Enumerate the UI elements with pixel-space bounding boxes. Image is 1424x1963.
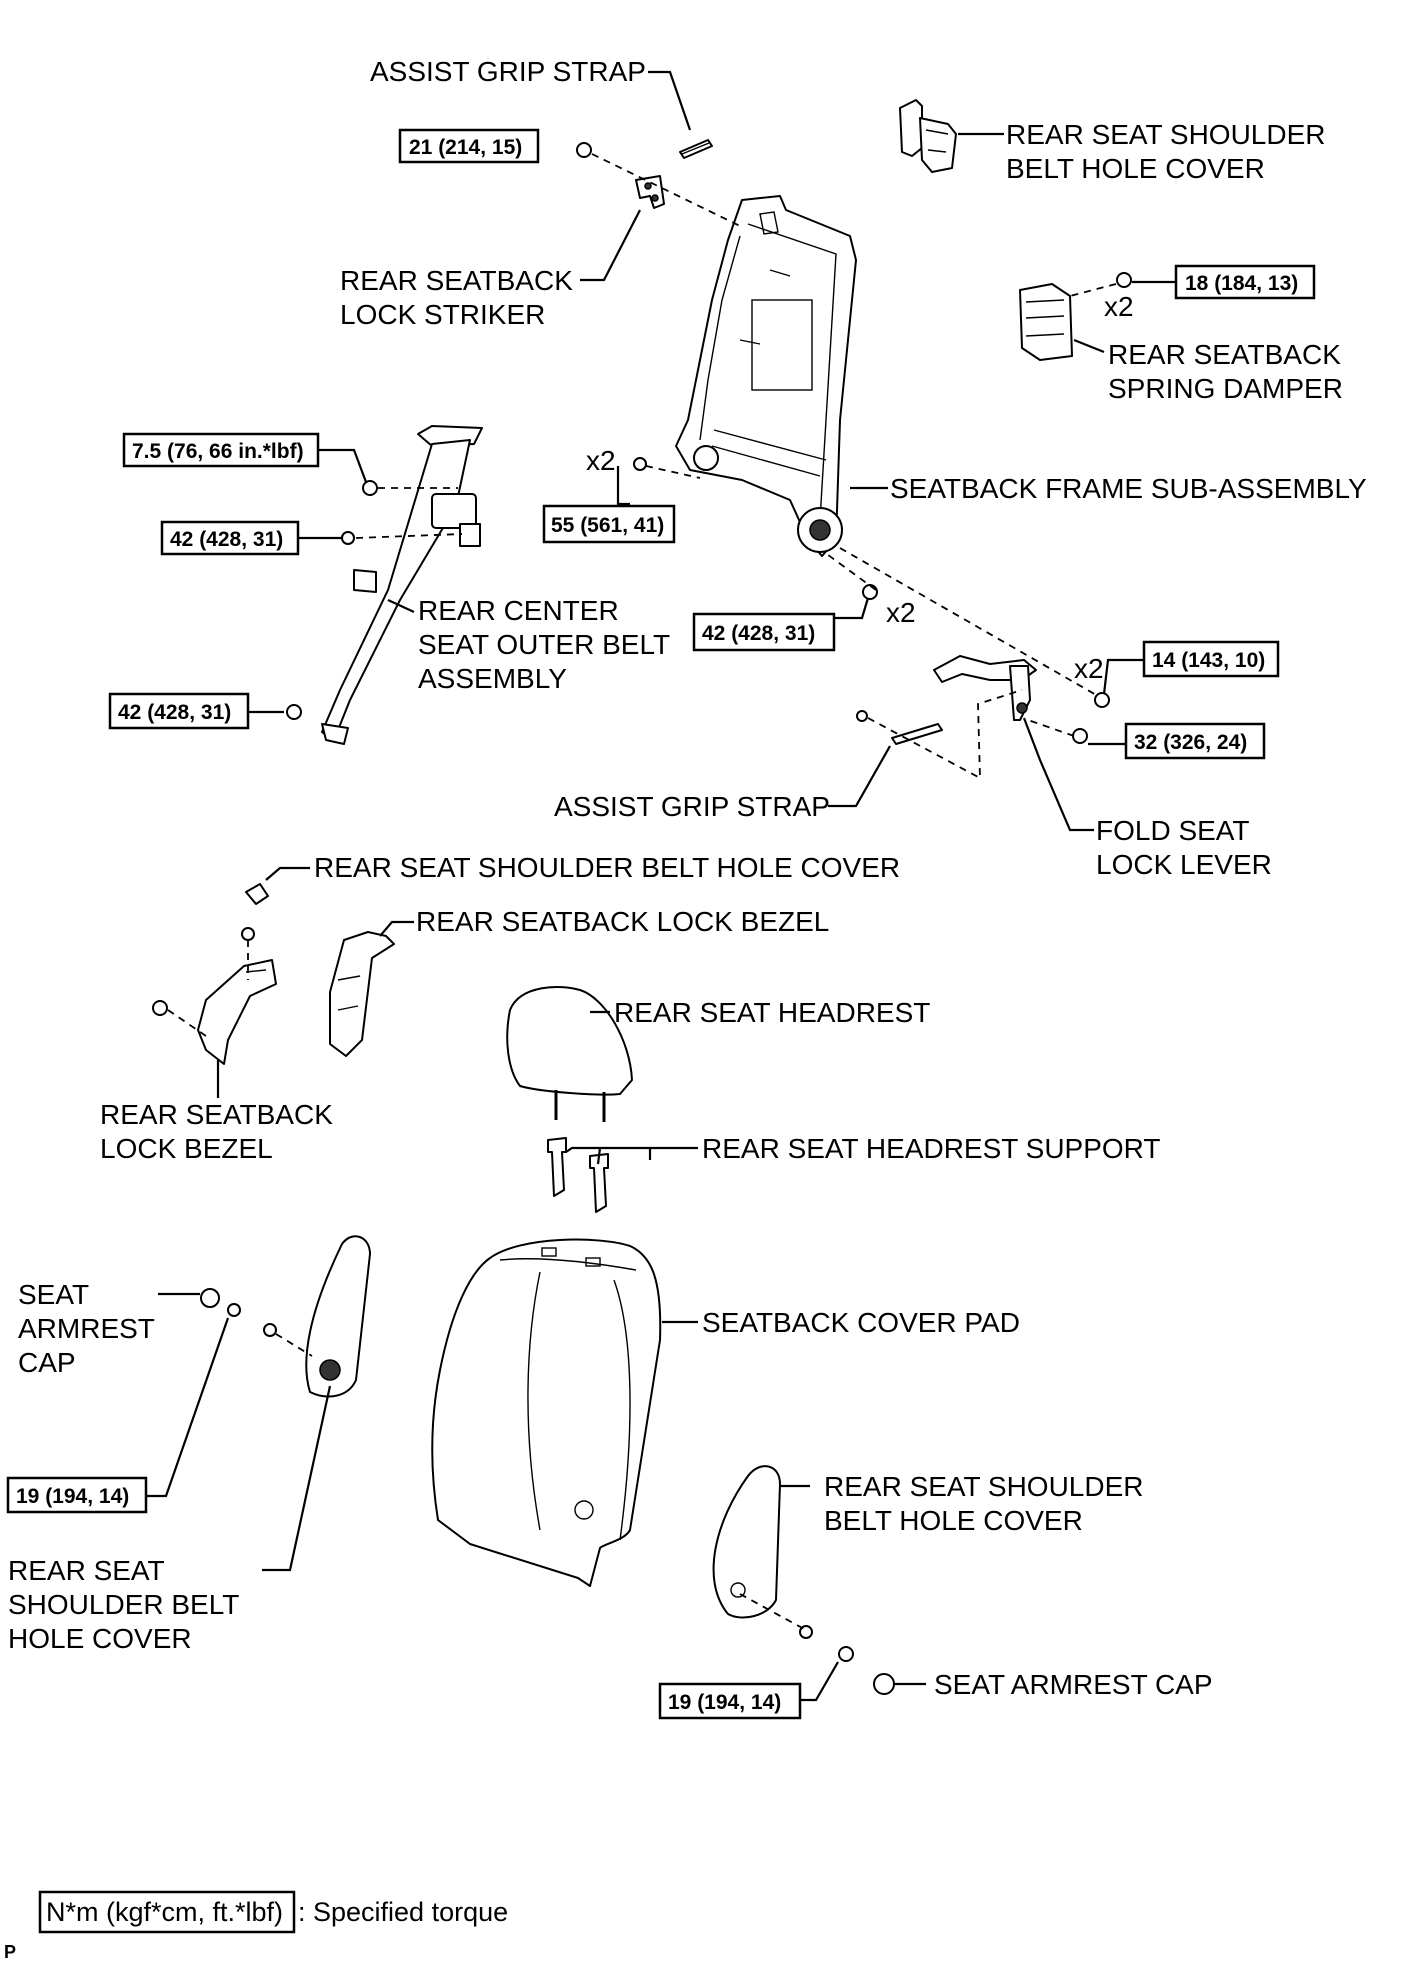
label-center-belt-3: ASSEMBLY bbox=[418, 663, 567, 694]
lock-bezel-right bbox=[329, 931, 395, 1057]
label-armrest-cap-left-1: SEAT bbox=[18, 1279, 89, 1310]
center-seat-belt bbox=[321, 425, 483, 745]
label-seatback-cover-pad: SEATBACK COVER PAD bbox=[702, 1307, 1020, 1338]
spring-damper bbox=[1019, 283, 1073, 361]
label-spring-damper-1: REAR SEATBACK bbox=[1108, 339, 1341, 370]
torque-box-belt-lower: 42 (428, 31) bbox=[108, 692, 250, 730]
footer-code: P bbox=[4, 1942, 16, 1962]
label-lock-bezel-left-2: LOCK BEZEL bbox=[100, 1133, 273, 1164]
qty-frame: x2 bbox=[586, 445, 616, 476]
label-shoulder-cover-left-1: REAR SEAT bbox=[8, 1555, 165, 1586]
lock-striker bbox=[635, 175, 665, 209]
quantity-markers: x2 x2 x2 x2 bbox=[586, 291, 1134, 684]
label-assist-grip-strap-mid: ASSIST GRIP STRAP bbox=[554, 791, 830, 822]
torque-box-damper: 18 (184, 13) bbox=[1174, 264, 1316, 300]
armrest-cap-right bbox=[873, 1673, 895, 1695]
armrest-cap-left bbox=[200, 1288, 220, 1308]
svg-text:42 (428, 31): 42 (428, 31) bbox=[702, 622, 815, 645]
torque-box-lever: 32 (326, 24) bbox=[1124, 722, 1266, 760]
label-lock-striker-1: REAR SEATBACK bbox=[340, 265, 573, 296]
svg-text:32 (326, 24): 32 (326, 24) bbox=[1134, 731, 1247, 754]
label-fold-seat-lock-2: LOCK LEVER bbox=[1096, 849, 1272, 880]
torque-box-belt-upper: 7.5 (76, 66 in.*lbf) bbox=[122, 432, 320, 468]
torque-box-armrest-right: 19 (194, 14) bbox=[658, 1682, 802, 1720]
svg-text:7.5 (76, 66 in.*lbf): 7.5 (76, 66 in.*lbf) bbox=[132, 440, 304, 463]
label-armrest-cap-left-2: ARMREST bbox=[18, 1313, 155, 1344]
shoulder-belt-hole-cover-top bbox=[899, 99, 957, 173]
label-fold-seat-lock-1: FOLD SEAT bbox=[1096, 815, 1250, 846]
svg-text:42 (428, 31): 42 (428, 31) bbox=[170, 528, 283, 551]
qty-damper: x2 bbox=[1104, 291, 1134, 322]
headrest bbox=[506, 985, 633, 1122]
label-lock-bezel-left-1: REAR SEATBACK bbox=[100, 1099, 333, 1130]
assist-grip-strap-mid bbox=[891, 723, 943, 745]
label-shoulder-cover-right-2: BELT HOLE COVER bbox=[824, 1505, 1083, 1536]
label-shoulder-cover-top-1: REAR SEAT SHOULDER bbox=[1006, 119, 1325, 150]
torque-box-hinge: 14 (143, 10) bbox=[1142, 640, 1280, 678]
label-seatback-frame: SEATBACK FRAME SUB-ASSEMBLY bbox=[890, 473, 1367, 504]
label-headrest: REAR SEAT HEADREST bbox=[614, 997, 930, 1028]
label-shoulder-cover-mid: REAR SEAT SHOULDER BELT HOLE COVER bbox=[314, 852, 900, 883]
shoulder-belt-hole-cover-left bbox=[305, 1235, 371, 1398]
svg-text:55 (561, 41): 55 (561, 41) bbox=[551, 514, 664, 537]
label-assist-grip-strap-top: ASSIST GRIP STRAP bbox=[370, 56, 646, 87]
label-armrest-cap-right: SEAT ARMREST CAP bbox=[934, 1669, 1213, 1700]
torque-box-belt-mid: 42 (428, 31) bbox=[160, 520, 300, 556]
qty-lower: x2 bbox=[886, 597, 916, 628]
svg-text:21 (214, 15): 21 (214, 15) bbox=[409, 136, 522, 159]
label-spring-damper-2: SPRING DAMPER bbox=[1108, 373, 1343, 404]
legend-description: : Specified torque bbox=[298, 1897, 508, 1927]
label-shoulder-cover-top-2: BELT HOLE COVER bbox=[1006, 153, 1265, 184]
label-armrest-cap-left-3: CAP bbox=[18, 1347, 76, 1378]
legend: N*m (kgf*cm, ft.*lbf) : Specified torque bbox=[38, 1890, 508, 1934]
headrest-supports bbox=[547, 1137, 609, 1213]
svg-text:14 (143, 10): 14 (143, 10) bbox=[1152, 649, 1265, 672]
svg-text:18 (184, 13): 18 (184, 13) bbox=[1185, 272, 1298, 295]
shoulder-belt-hole-cover-mid bbox=[245, 883, 269, 905]
fold-seat-lock-lever bbox=[933, 655, 1037, 721]
fasteners bbox=[152, 142, 1132, 1662]
torque-boxes: 21 (214, 15) 18 (184, 13) 7.5 (76, 66 in… bbox=[6, 128, 1316, 1720]
leader-lines bbox=[146, 70, 1264, 1702]
label-center-belt-2: SEAT OUTER BELT bbox=[418, 629, 670, 660]
svg-text:19 (194, 14): 19 (194, 14) bbox=[16, 1485, 129, 1508]
legend-unit-box: N*m (kgf*cm, ft.*lbf) bbox=[46, 1897, 283, 1927]
label-headrest-support: REAR SEAT HEADREST SUPPORT bbox=[702, 1133, 1161, 1164]
torque-box-striker: 21 (214, 15) bbox=[398, 128, 540, 164]
label-shoulder-cover-left-3: HOLE COVER bbox=[8, 1623, 192, 1654]
label-center-belt-1: REAR CENTER bbox=[418, 595, 619, 626]
svg-text:19 (194, 14): 19 (194, 14) bbox=[668, 1691, 781, 1714]
torque-box-frame: 55 (561, 41) bbox=[542, 504, 676, 544]
label-shoulder-cover-left-2: SHOULDER BELT bbox=[8, 1589, 239, 1620]
lock-bezel-left bbox=[197, 959, 277, 1065]
label-lock-bezel-right: REAR SEATBACK LOCK BEZEL bbox=[416, 906, 829, 937]
torque-box-armrest-left: 19 (194, 14) bbox=[6, 1476, 148, 1514]
svg-text:42 (428, 31): 42 (428, 31) bbox=[118, 701, 231, 724]
seatback-frame bbox=[675, 195, 857, 557]
part-labels: ASSIST GRIP STRAP REAR SEAT SHOULDER BEL… bbox=[8, 56, 1367, 1700]
assist-grip-strap-top bbox=[679, 139, 713, 159]
label-lock-striker-2: LOCK STRIKER bbox=[340, 299, 545, 330]
qty-hinge: x2 bbox=[1074, 653, 1104, 684]
seatback-cover-pad bbox=[431, 1238, 662, 1587]
assembly-dashed-lines bbox=[167, 153, 1117, 1631]
label-shoulder-cover-right-1: REAR SEAT SHOULDER bbox=[824, 1471, 1143, 1502]
shoulder-belt-hole-cover-right bbox=[712, 1465, 781, 1619]
torque-box-frame-lower: 42 (428, 31) bbox=[692, 612, 836, 652]
